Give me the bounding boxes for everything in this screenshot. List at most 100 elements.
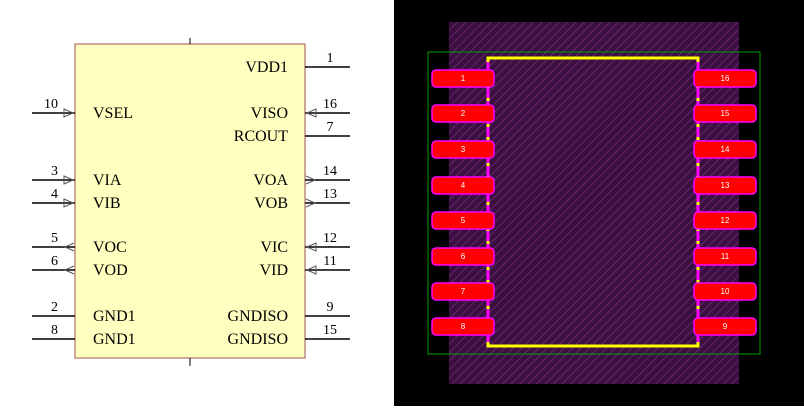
pin-number: 5: [51, 231, 58, 246]
smd-pad: 4: [431, 176, 495, 195]
pad-shape: [693, 211, 757, 230]
pad-number: 7: [461, 287, 466, 296]
pad-number: 13: [721, 181, 730, 190]
smd-pad: 3: [431, 140, 495, 159]
input-arrow-icon: [305, 265, 317, 275]
smd-pad: 15: [693, 104, 757, 123]
smd-pad: 8: [431, 317, 495, 336]
pin-number: 16: [323, 97, 337, 112]
pad-shape: [693, 247, 757, 266]
pad-number: 9: [723, 322, 728, 331]
pin-number: 11: [323, 254, 336, 269]
pin-name: GNDISO: [228, 331, 288, 348]
pad-shape: [693, 140, 757, 159]
pad-shape: [431, 282, 495, 301]
input-arrow-icon: [63, 175, 75, 185]
pad-shape: [693, 104, 757, 123]
input-arrow-icon: [63, 198, 75, 208]
component-body: [449, 22, 739, 384]
input-arrow-icon: [305, 242, 317, 252]
pin-name: VOB: [254, 195, 288, 212]
pin-name: VSEL: [93, 105, 133, 122]
smd-pad: 12: [693, 211, 757, 230]
right-pad-group: 16 15 14 13 12 11 10 9: [693, 69, 757, 336]
pin-name: VDD1: [245, 59, 288, 76]
input-arrow-icon: [63, 108, 75, 118]
pad-shape: [693, 69, 757, 88]
output-arrow-icon: [305, 198, 317, 208]
smd-pad: 13: [693, 176, 757, 195]
smd-pad: 2: [431, 104, 495, 123]
pad-number: 1: [461, 74, 466, 83]
pin-number: 15: [323, 323, 337, 338]
pad-shape: [431, 176, 495, 195]
pad-shape: [431, 317, 495, 336]
pin-number: 10: [44, 97, 58, 112]
ic-body: [74, 43, 306, 359]
smd-pad: 11: [693, 247, 757, 266]
pin-number: 14: [323, 164, 337, 179]
smd-pad: 7: [431, 282, 495, 301]
pad-shape: [431, 247, 495, 266]
pin-number: 12: [323, 231, 337, 246]
pin-name: VOA: [253, 172, 288, 189]
pin-name: VIB: [93, 195, 121, 212]
pad-number: 2: [461, 109, 466, 118]
pad-shape: [431, 140, 495, 159]
pad-number: 15: [721, 109, 730, 118]
pin-number: 3: [51, 164, 58, 179]
pin-number: 6: [51, 254, 58, 269]
pin-name: RCOUT: [234, 128, 288, 145]
pad-number: 10: [721, 287, 730, 296]
pin-number: 1: [327, 51, 334, 66]
pad-shape: [693, 317, 757, 336]
pad-shape: [431, 211, 495, 230]
pad-number: 4: [461, 181, 466, 190]
left-pad-group: 1 2 3 4 5 6 7 8: [431, 69, 495, 336]
pin-name: GNDISO: [228, 308, 288, 325]
pad-number: 6: [461, 252, 466, 261]
pad-number: 16: [721, 74, 730, 83]
pad-shape: [693, 176, 757, 195]
input-arrow-icon: [305, 108, 317, 118]
pin-name: VOD: [93, 262, 128, 279]
pin-name: VID: [260, 262, 288, 279]
pin-number: 2: [51, 300, 58, 315]
pin-name: VISO: [251, 105, 288, 122]
pin-name: GND1: [93, 331, 136, 348]
pin-name: GND1: [93, 308, 136, 325]
pad-shape: [693, 282, 757, 301]
smd-pad: 6: [431, 247, 495, 266]
pin-number: 8: [51, 323, 58, 338]
output-arrow-icon: [63, 265, 75, 275]
pin-number: 9: [327, 300, 334, 315]
pin-number: 13: [323, 187, 337, 202]
smd-pad: 5: [431, 211, 495, 230]
pad-number: 14: [721, 145, 730, 154]
pad-number: 5: [461, 216, 466, 225]
pad-number: 8: [461, 322, 466, 331]
pin-name: VOC: [93, 239, 127, 256]
output-arrow-icon: [63, 242, 75, 252]
courtyard-outline: [427, 51, 761, 355]
pad-shape: [431, 69, 495, 88]
pin-number: 4: [51, 187, 58, 202]
smd-pad: 16: [693, 69, 757, 88]
